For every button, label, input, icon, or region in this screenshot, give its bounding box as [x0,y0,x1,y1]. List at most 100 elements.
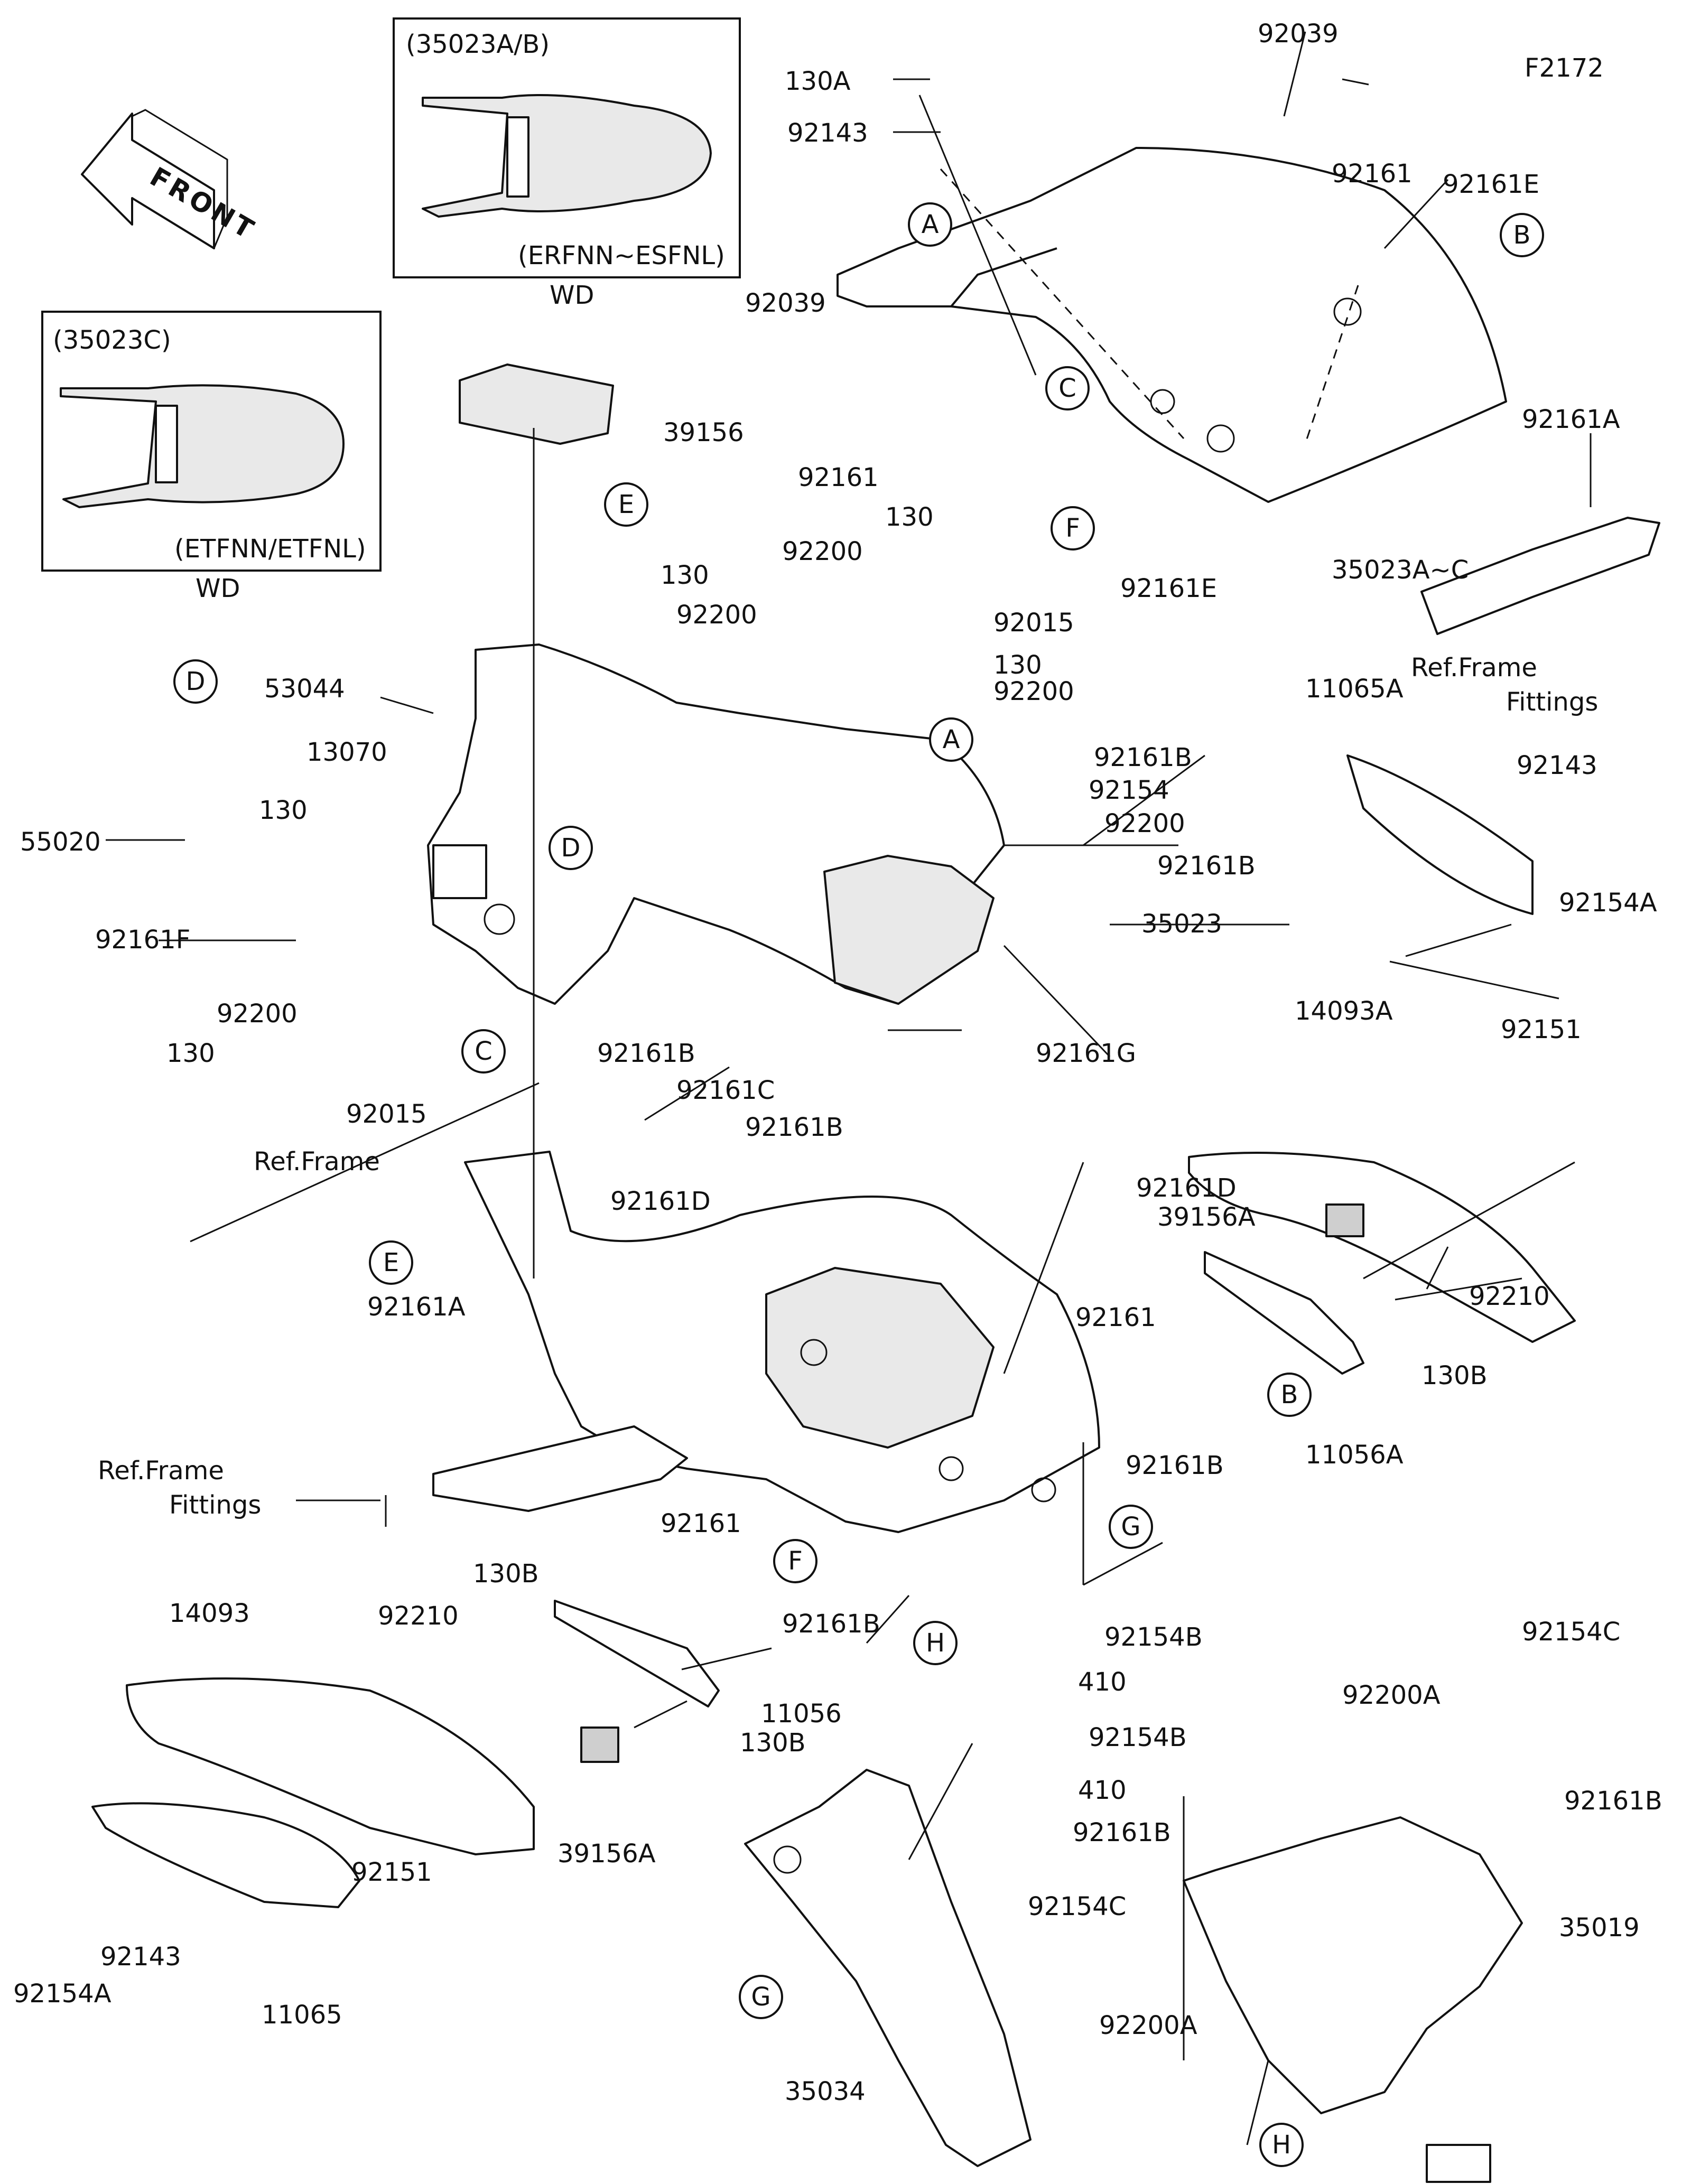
part-label: 92143 [1517,751,1597,780]
part-label: 92039 [1258,19,1339,49]
svg-text:B: B [1513,220,1531,250]
svg-text:F: F [788,1546,803,1576]
svg-text:G: G [1121,1512,1140,1542]
part-label: 39156A [558,1839,656,1869]
part-label: 92200A [1099,2011,1197,2040]
rear-fender-top [837,147,1507,503]
part-label: 92151 [1501,1015,1582,1044]
part-label: 92161D [610,1187,711,1216]
svg-text:F: F [1065,514,1080,543]
part-label: 92200 [676,600,757,630]
callout-F: F [1051,506,1095,550]
bracket-11056A [1204,1251,1364,1375]
seat-cowl-14093 [126,1677,535,1855]
part-label: 130 [993,650,1042,680]
part-label: 92200 [993,677,1074,706]
part-label: 35023 [1141,909,1222,939]
part-label: 92154 [1089,776,1169,805]
variant-box-35023AB: (35023A/B) (ERFNN~ESFNL) WD [393,17,741,310]
part-label: 92015 [346,1099,427,1129]
frame-fitting-right [1420,517,1660,635]
variant-box-35023C: (35023C) (ETFNN/ETFNL) WD [41,311,382,603]
diagram-code: F2172 [1525,53,1604,83]
part-label: 13070 [306,738,387,767]
rear-fender-35019 [1183,1816,1523,2114]
part-label: 410 [1078,1776,1127,1805]
svg-text:D: D [186,667,206,696]
frame-fitting-left [432,1425,688,1512]
part-labels: 130A 92143 92039 92161 92161E 92039 9216… [13,19,1662,2106]
svg-text:A: A [922,210,939,239]
part-label: 92210 [1469,1282,1550,1311]
part-label: 55020 [20,827,101,857]
part-label: 92161B [1564,1786,1662,1816]
callout-A: A [929,717,973,762]
seat-cowl-14093A [1188,1152,1576,1343]
callout-D: D [549,826,593,870]
bracket-11056 [554,1600,720,1707]
callout-C: C [461,1029,506,1074]
part-label: 130 [259,796,308,825]
part-label: 92143 [100,1942,181,1972]
part-label: 92161B [1073,1818,1171,1847]
part-label: 92154B [1089,1723,1187,1752]
grab-rail-11065A [1346,754,1534,915]
callout-C: C [1045,366,1090,410]
variant-note: WD [550,281,594,310]
part-label: 130A [785,67,851,96]
seat-assembly-center [427,643,1005,1005]
part-label: 92161B [782,1609,880,1639]
part-label: 35034 [785,2077,866,2106]
part-label: 14093A [1295,996,1393,1026]
part-label: 92161C [676,1076,775,1105]
seat-cowl-sketch [422,94,712,218]
part-label: 92154B [1104,1622,1203,1652]
part-label: 92161A [1522,405,1620,434]
part-label: 92161 [1332,159,1413,189]
part-label: 92210 [378,1601,459,1631]
part-label: 11065 [262,2000,342,2030]
inner-fender-35034 [744,1769,1032,2167]
variant-models: (ERFNN~ESFNL) [518,241,725,270]
part-label: 92154C [1522,1617,1620,1647]
part-label: 92200 [782,537,863,566]
part-label: 92161 [1075,1303,1156,1332]
part-label: 11056A [1305,1440,1404,1470]
svg-text:C: C [1058,374,1076,403]
part-label: 130B [473,1559,539,1589]
part-label: 92161F [95,925,190,955]
svg-text:A: A [943,725,960,754]
part-label: 92161 [661,1509,741,1538]
svg-text:H: H [1272,2130,1291,2160]
callout-E: E [369,1240,413,1285]
part-label: 11065A [1305,674,1404,704]
variant-note: WD [196,574,240,603]
variant-header: (35023C) [53,325,171,355]
part-label: 92200 [217,999,298,1029]
callout-G: G [1109,1505,1153,1549]
callout-A: A [908,202,952,247]
ref-label-line1: Ref.Frame [1411,653,1537,683]
svg-text:C: C [475,1037,493,1066]
part-label: 92161D [1136,1173,1237,1203]
callout-G: G [739,1975,783,2019]
callout-H: H [913,1621,958,1665]
callout-H: H [1259,2123,1304,2167]
svg-text:D: D [561,833,581,863]
part-label: 92161B [597,1039,695,1068]
part-label: 39156 [663,418,744,447]
part-label: 92161B [1094,743,1192,772]
part-label: 92161B [1157,851,1256,881]
leader-lines [106,31,1592,2145]
ref-label-line1: Ref.Frame [98,1456,224,1486]
callout-B: B [1500,213,1544,257]
pad-39156A [1325,1203,1364,1237]
part-label: 92154C [1028,1892,1126,1921]
part-label: 92154A [13,1979,112,2009]
part-label: 92143 [787,118,868,148]
part-label: 92200A [1342,1681,1441,1710]
part-label: 35023A~C [1332,555,1469,585]
ref-label-line1: Ref.Frame [254,1147,380,1177]
part-label: 92161A [367,1292,466,1322]
